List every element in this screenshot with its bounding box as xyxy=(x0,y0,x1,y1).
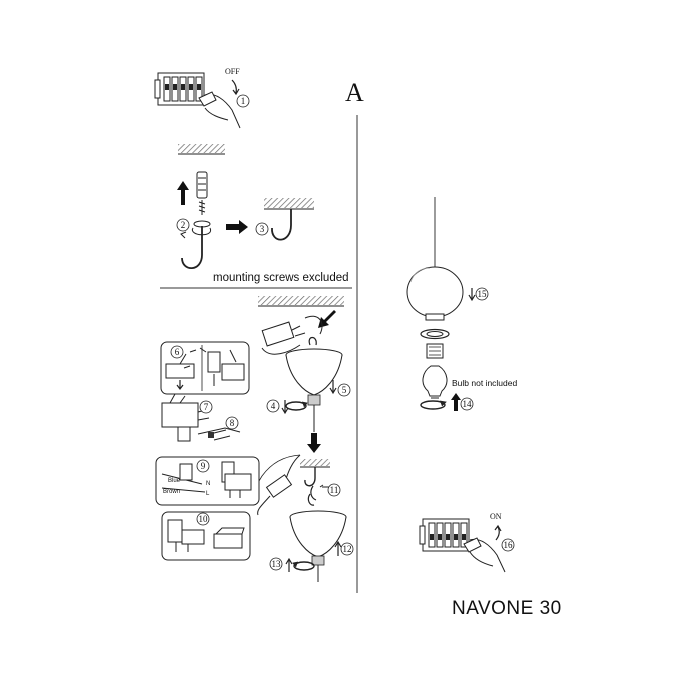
step-4-badge: 4 xyxy=(266,399,280,413)
wiring-step-8 xyxy=(197,427,241,441)
retaining-ring xyxy=(420,328,450,340)
arrow-up-icon xyxy=(177,181,189,205)
svg-text:13: 13 xyxy=(272,559,282,569)
svg-text:6: 6 xyxy=(175,347,180,357)
arrow-down-icon xyxy=(307,433,321,453)
wiring-panel-step-6 xyxy=(160,341,250,395)
rotate-icon xyxy=(420,400,447,410)
svg-text:1: 1 xyxy=(241,96,246,106)
off-label: OFF xyxy=(225,67,240,76)
svg-text:3: 3 xyxy=(260,224,265,234)
svg-text:16: 16 xyxy=(504,540,514,550)
arrow-down-icon xyxy=(468,288,476,302)
svg-text:7: 7 xyxy=(204,402,209,412)
wiring-step-7 xyxy=(161,393,210,442)
wall-plug xyxy=(196,171,208,199)
ceiling-hatch xyxy=(264,198,314,208)
terminal-block xyxy=(257,474,293,516)
svg-text:12: 12 xyxy=(343,544,352,554)
canopy xyxy=(289,484,347,582)
arrow-down-left-icon xyxy=(318,310,336,328)
ceiling-hatch xyxy=(258,296,344,305)
mounting-note: mounting screws excluded xyxy=(213,272,349,284)
light-bulb xyxy=(422,365,448,402)
step-16-badge: 16 xyxy=(501,538,515,552)
arrow-up-icon xyxy=(451,393,461,411)
step-15-badge: 15 xyxy=(475,287,489,301)
svg-text:4: 4 xyxy=(271,401,276,411)
svg-text:8: 8 xyxy=(230,418,235,428)
step-13-badge: 13 xyxy=(269,557,283,571)
wiring-panel-step-10 xyxy=(161,511,251,561)
wiring-panel-step-9 xyxy=(155,456,260,506)
section-letter: A xyxy=(345,78,364,107)
ceiling-hatch xyxy=(178,144,225,153)
hook-screw xyxy=(180,200,211,270)
svg-text:9: 9 xyxy=(201,461,206,471)
step-3-badge: 3 xyxy=(255,222,269,236)
on-label: ON xyxy=(490,512,502,521)
lamp-socket xyxy=(426,343,444,359)
svg-text:11: 11 xyxy=(330,485,339,495)
terminal-l-label: L xyxy=(206,491,210,497)
arrow-up-icon xyxy=(494,524,502,541)
step-2-badge: 2 xyxy=(176,218,190,232)
breaker-panel-on xyxy=(419,518,506,573)
step-10-badge: 10 xyxy=(196,512,210,526)
rotate-icon xyxy=(285,557,315,572)
svg-text:5: 5 xyxy=(342,385,347,395)
arrow-down-icon xyxy=(231,79,240,96)
ceiling-hook xyxy=(304,467,316,487)
wire-brown-label: Brown xyxy=(163,489,180,495)
ceiling-hook xyxy=(271,209,292,241)
arrow-down-icon xyxy=(329,380,337,395)
svg-text:10: 10 xyxy=(199,514,209,524)
svg-text:2: 2 xyxy=(181,220,186,230)
step-5-badge: 5 xyxy=(337,383,351,397)
svg-text:15: 15 xyxy=(478,289,488,299)
arrow-up-icon xyxy=(334,540,342,556)
ceiling-hatch xyxy=(300,459,330,466)
breaker-panel-off xyxy=(154,72,241,129)
rotate-icon xyxy=(281,400,308,415)
step-6-badge: 6 xyxy=(170,345,184,359)
step-14-badge: 14 xyxy=(460,397,474,411)
glass-shade xyxy=(406,266,464,321)
arrow-right-icon xyxy=(226,220,248,234)
supply-cable xyxy=(261,315,323,355)
canopy xyxy=(285,336,343,432)
step-7-badge: 7 xyxy=(199,400,213,414)
terminal-n-label: N xyxy=(206,481,210,487)
terminal-block xyxy=(261,321,306,347)
step-12-badge: 12 xyxy=(340,542,354,556)
step-9-badge: 9 xyxy=(196,459,210,473)
step-8-badge: 8 xyxy=(225,416,239,430)
svg-text:14: 14 xyxy=(463,399,473,409)
bulb-note: Bulb not included xyxy=(452,378,517,388)
wire-blue-label: Blue xyxy=(168,478,181,484)
step-1-badge: 1 xyxy=(236,94,250,108)
step-11-badge: 11 xyxy=(327,483,341,497)
product-name: NAVONE 30 xyxy=(452,598,562,619)
